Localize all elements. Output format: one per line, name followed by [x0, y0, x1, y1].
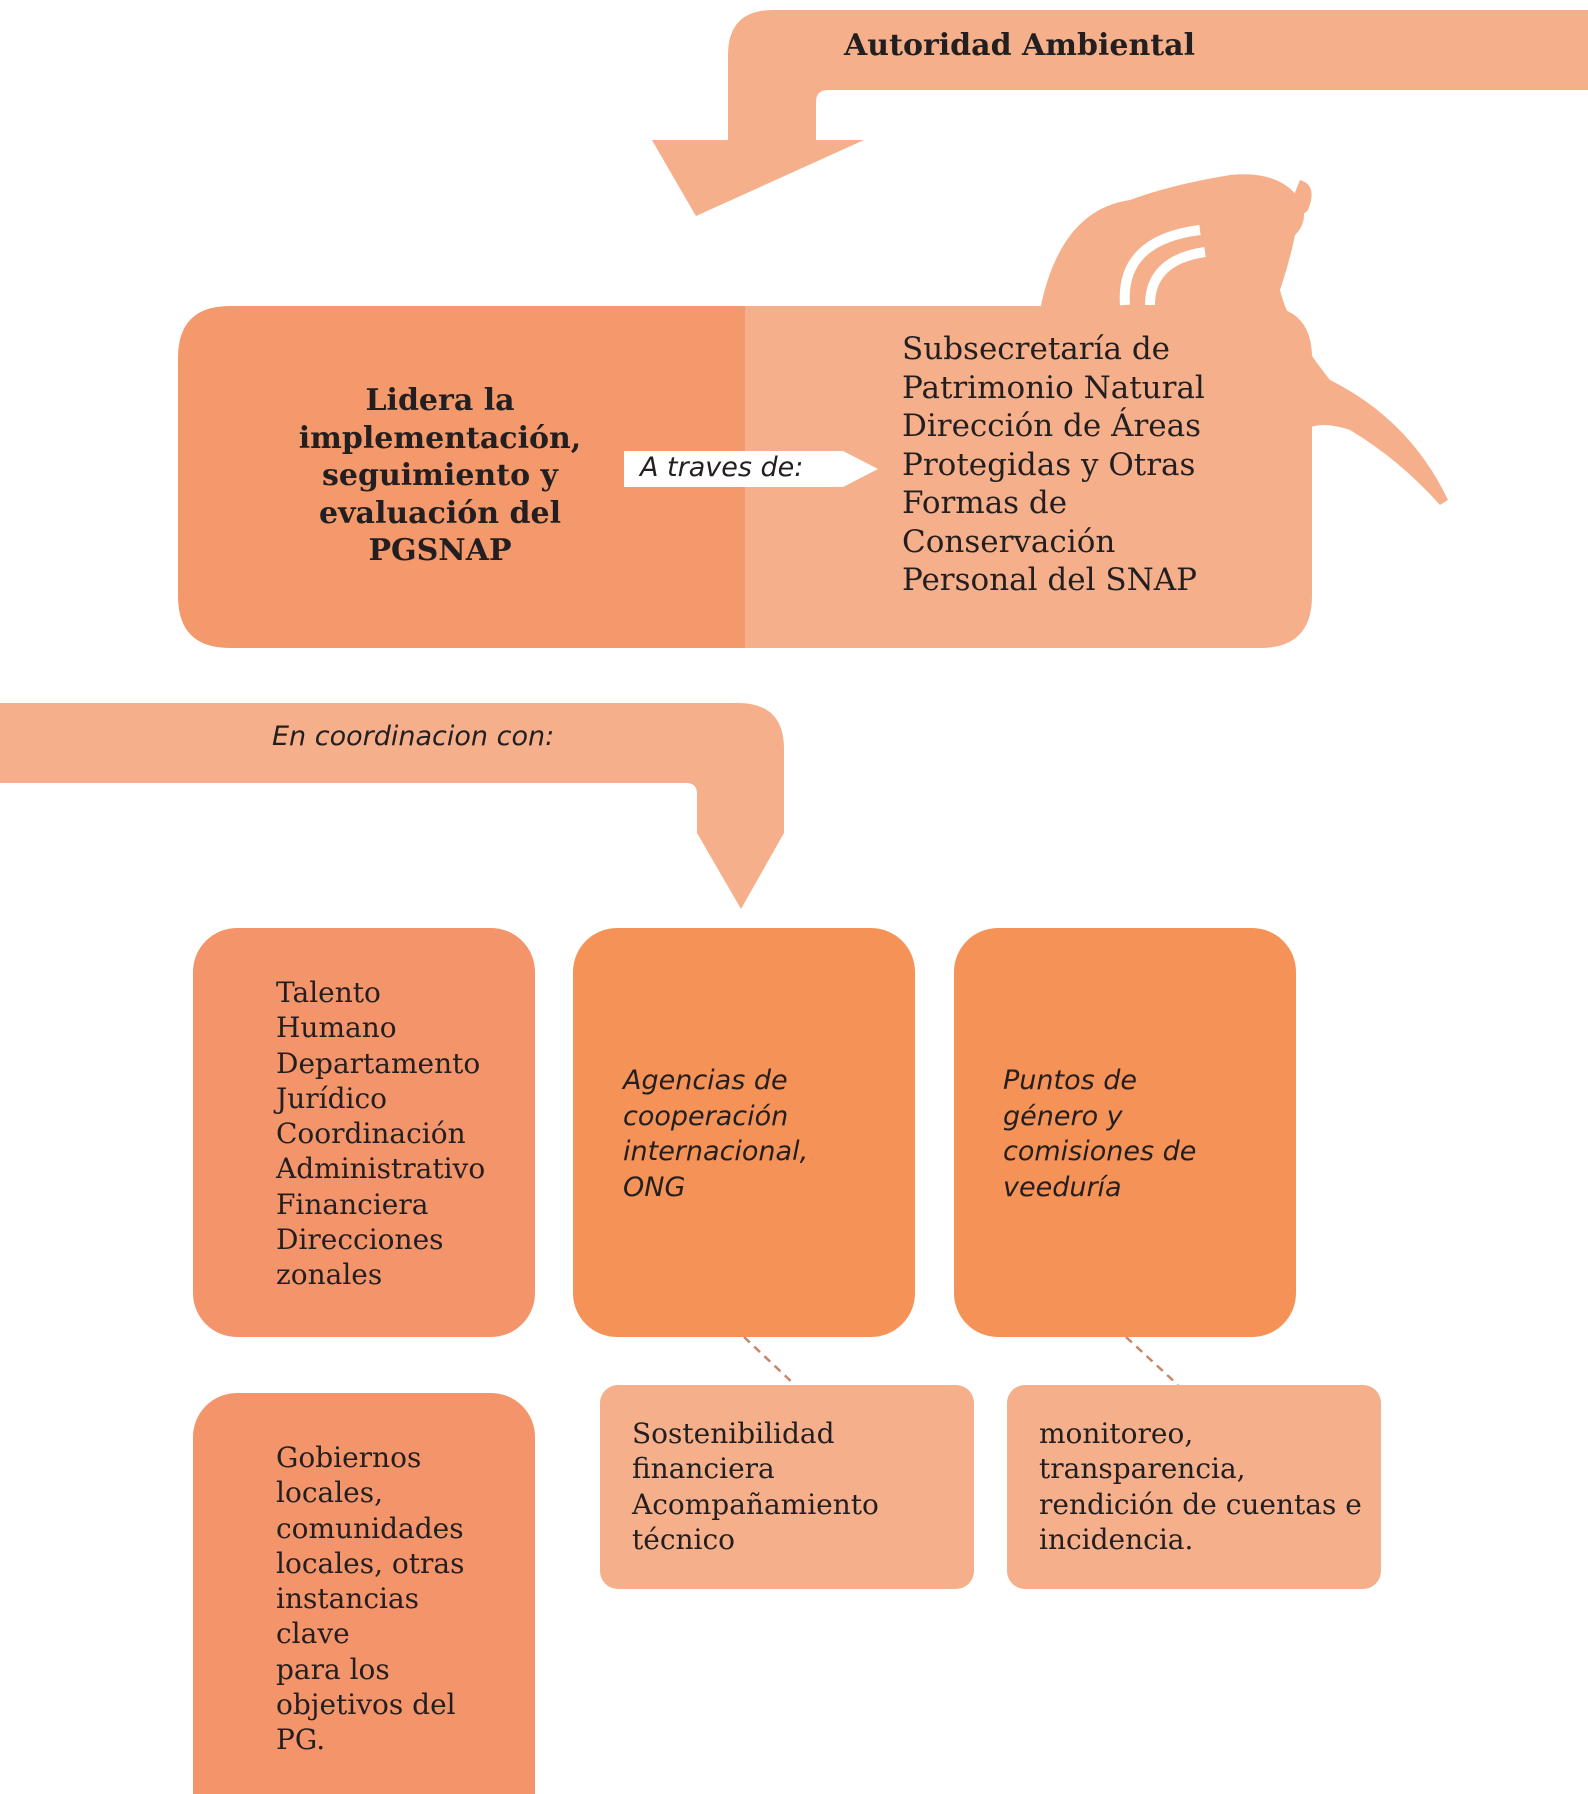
local-actor-line: clave [276, 1617, 350, 1651]
lead-panel [178, 306, 745, 648]
units-list: Subsecretaría de Patrimonio Natural Dire… [902, 330, 1322, 600]
gender-role-line: transparencia, [1039, 1452, 1246, 1486]
internal-area-line: Humano [276, 1011, 397, 1045]
internal-area-line: Financiera [276, 1187, 429, 1221]
local-actor-line: Gobiernos [276, 1441, 422, 1474]
connector-gender [1125, 1336, 1179, 1386]
cooperation-text: Agencias de cooperación internacional, O… [623, 1063, 808, 1205]
cooperation-role-line: técnico [632, 1522, 736, 1556]
internal-area-line: Departamento [276, 1046, 481, 1080]
local-actor-line: objetivos del [276, 1688, 456, 1722]
cooperation-line: Agencias de [623, 1065, 788, 1096]
gender-line: comisiones de [1003, 1136, 1197, 1167]
unit-line: Conservación [902, 523, 1116, 560]
lead-line: Lidera la [365, 383, 515, 418]
local-actor-line: comunidades [276, 1511, 464, 1545]
cooperation-roles-text: Sostenibilidad financiera Acompañamiento… [632, 1416, 879, 1557]
internal-area-line: Coordinación [276, 1117, 466, 1151]
unit-line: Protegidas y Otras [902, 446, 1196, 483]
authority-arrow [652, 10, 1588, 216]
cooperation-role-line: Sostenibilidad [632, 1417, 835, 1450]
gender-line: género y [1003, 1100, 1123, 1132]
lead-line: implementación, [298, 420, 582, 456]
internal-area-line: Talento [276, 976, 381, 1009]
gender-roles-box [1007, 1385, 1381, 1589]
gender-role-line: incidencia. [1039, 1522, 1194, 1556]
cooperation-line: cooperación [623, 1100, 789, 1132]
authority-label: Autoridad Ambiental [844, 28, 1195, 63]
local-actor-line: PG. [276, 1723, 326, 1757]
connector-cooperation [743, 1336, 796, 1386]
cooperation-line: internacional, [623, 1136, 809, 1167]
through-label: A traves de: [640, 452, 804, 483]
lead-line: evaluación del [319, 495, 561, 531]
cooperation-role-line: financiera [632, 1452, 775, 1486]
unit-line: Patrimonio Natural [902, 369, 1205, 406]
unit-line: Subsecretaría de [902, 331, 1171, 367]
gender-line: veeduría [1003, 1171, 1122, 1203]
internal-area-line: Direcciones [276, 1223, 444, 1257]
cooperation-box [573, 928, 915, 1337]
gender-line: Puntos de [1003, 1065, 1138, 1096]
coordination-arrow [0, 703, 784, 833]
local-actors-text: Gobiernos locales, comunidades locales, … [276, 1440, 464, 1758]
cooperation-roles-box [600, 1385, 974, 1589]
cooperation-role-line: Acompañamiento [632, 1487, 879, 1521]
internal-area-line: Jurídico [276, 1081, 388, 1115]
coordination-label: En coordinacion con: [272, 721, 555, 752]
gender-role-line: rendición de cuentas e [1039, 1487, 1362, 1521]
coordination-arrowhead [697, 833, 784, 909]
units-panel [745, 306, 1312, 648]
lead-line: PGSNAP [368, 533, 512, 568]
unit-line: Dirección de Áreas [902, 408, 1202, 444]
gender-roles-text: monitoreo, transparencia, rendición de c… [1039, 1416, 1362, 1557]
local-actor-line: instancias [276, 1582, 420, 1616]
unit-line: Formas de [902, 485, 1068, 521]
internal-areas-box [193, 928, 535, 1337]
local-actors-box [193, 1393, 535, 1794]
through-arrow [624, 451, 878, 487]
unit-line: Personal del SNAP [902, 562, 1197, 598]
gender-role-line: monitoreo, [1039, 1417, 1194, 1450]
bird-wing-lines [1119, 225, 1206, 306]
gender-text: Puntos de género y comisiones de veedurí… [1003, 1063, 1196, 1205]
authority-arrowhead [652, 140, 784, 216]
local-actor-line: para los [276, 1652, 390, 1686]
internal-area-line: Administrativo [276, 1152, 486, 1186]
lead-line: seguimiento y [322, 458, 558, 493]
internal-areas-text: Talento Humano Departamento Jurídico Coo… [276, 975, 485, 1293]
local-actor-line: locales, otras [276, 1546, 465, 1580]
internal-area-line: zonales [276, 1258, 383, 1292]
gender-box [954, 928, 1296, 1337]
lead-role-text: Lidera la implementación, seguimiento y … [260, 382, 620, 570]
local-actor-line: locales, [276, 1476, 383, 1510]
cooperation-line: ONG [623, 1171, 686, 1203]
